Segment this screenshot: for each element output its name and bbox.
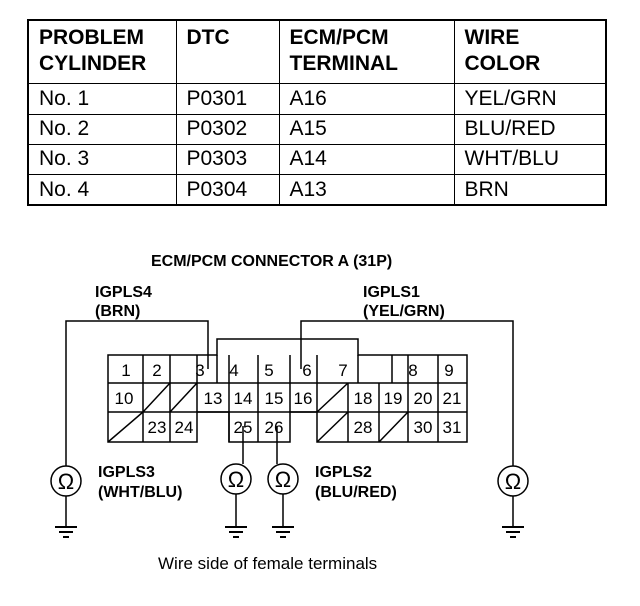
ground-icon [55, 526, 77, 538]
cell-cylinder: No. 1 [27, 83, 177, 115]
pin-label: 1 [121, 361, 130, 380]
igpls1-label: IGPLS1 [363, 284, 420, 301]
cell-terminal: A16 [278, 83, 455, 115]
ground-icon [502, 526, 524, 538]
ohm-icon: Ω [505, 469, 521, 494]
table-row: No. 2 P0302 A15 BLU/RED [27, 113, 607, 145]
cell-wire-color: YEL/GRN [453, 83, 607, 115]
igpls1-color: (YEL/GRN) [363, 303, 445, 320]
cell-cylinder: No. 4 [27, 174, 177, 206]
pin-label: 5 [264, 361, 273, 380]
connector-title: ECM/PCM CONNECTOR A (31P) [151, 253, 392, 270]
pin-label: 7 [338, 361, 347, 380]
cell-dtc: P0304 [175, 174, 280, 206]
blank-cavity-slash [142, 382, 171, 413]
igpls2-color: (BLU/RED) [315, 484, 397, 501]
pin-label: 9 [444, 361, 453, 380]
cell-terminal: A15 [278, 113, 455, 145]
ohm-icon: Ω [228, 467, 244, 492]
cell-dtc: P0303 [175, 143, 280, 176]
igpls4-label: IGPLS4 [95, 284, 152, 301]
pin-label: 14 [234, 389, 253, 408]
pin-label: 31 [443, 418, 462, 437]
pin-label: 3 [195, 361, 204, 380]
table-row: No. 1 P0301 A16 YEL/GRN [27, 83, 607, 115]
pin-label: 28 [354, 418, 373, 437]
pin-label: 10 [115, 389, 134, 408]
pin-label: 20 [414, 389, 433, 408]
pin-label: 15 [265, 389, 284, 408]
blank-cavity-slash [316, 382, 349, 413]
igpls2-label: IGPLS2 [315, 464, 372, 481]
pin-label: 25 [234, 418, 253, 437]
blank-cavity-slash [316, 411, 349, 443]
pin-label: 19 [384, 389, 403, 408]
ohm-icon: Ω [58, 469, 74, 494]
table-row: No. 4 P0304 A13 BRN [27, 174, 607, 206]
cell-wire-color: WHT/BLU [453, 143, 607, 176]
pin-label: 8 [408, 361, 417, 380]
blank-cavity-slash [378, 411, 409, 443]
ohm-icon: Ω [275, 467, 291, 492]
header-dtc: DTC [175, 19, 280, 85]
wire-igpls4 [65, 320, 209, 466]
pin-label: 26 [265, 418, 284, 437]
ground-icon [272, 526, 294, 538]
pin-label: 18 [354, 389, 373, 408]
table-row: No. 3 P0303 A14 WHT/BLU [27, 143, 607, 176]
cell-terminal: A13 [278, 174, 455, 206]
wire-igpls1 [300, 320, 514, 466]
igpls3-color: (WHT/BLU) [98, 484, 182, 501]
blank-cavity-slash [169, 382, 198, 413]
pin-label: 23 [148, 418, 167, 437]
pin-label: 30 [414, 418, 433, 437]
cell-cylinder: No. 2 [27, 113, 177, 145]
ground-icon [225, 526, 247, 538]
pin-label: 2 [152, 361, 161, 380]
pin-label: 16 [294, 389, 313, 408]
pin-label: 6 [302, 361, 311, 380]
cell-cylinder: No. 3 [27, 143, 177, 176]
cell-wire-color: BRN [453, 174, 607, 206]
pin-label: 13 [204, 389, 223, 408]
pin-label: 24 [175, 418, 194, 437]
cell-wire-color: BLU/RED [453, 113, 607, 145]
pin-label: 21 [443, 389, 462, 408]
igpls3-label: IGPLS3 [98, 464, 155, 481]
cell-dtc: P0301 [175, 83, 280, 115]
igpls4-color: (BRN) [95, 303, 140, 320]
blank-cavity-slash [107, 411, 144, 443]
caption: Wire side of female terminals [158, 554, 377, 573]
cell-terminal: A14 [278, 143, 455, 176]
pin-label: 4 [229, 361, 238, 380]
